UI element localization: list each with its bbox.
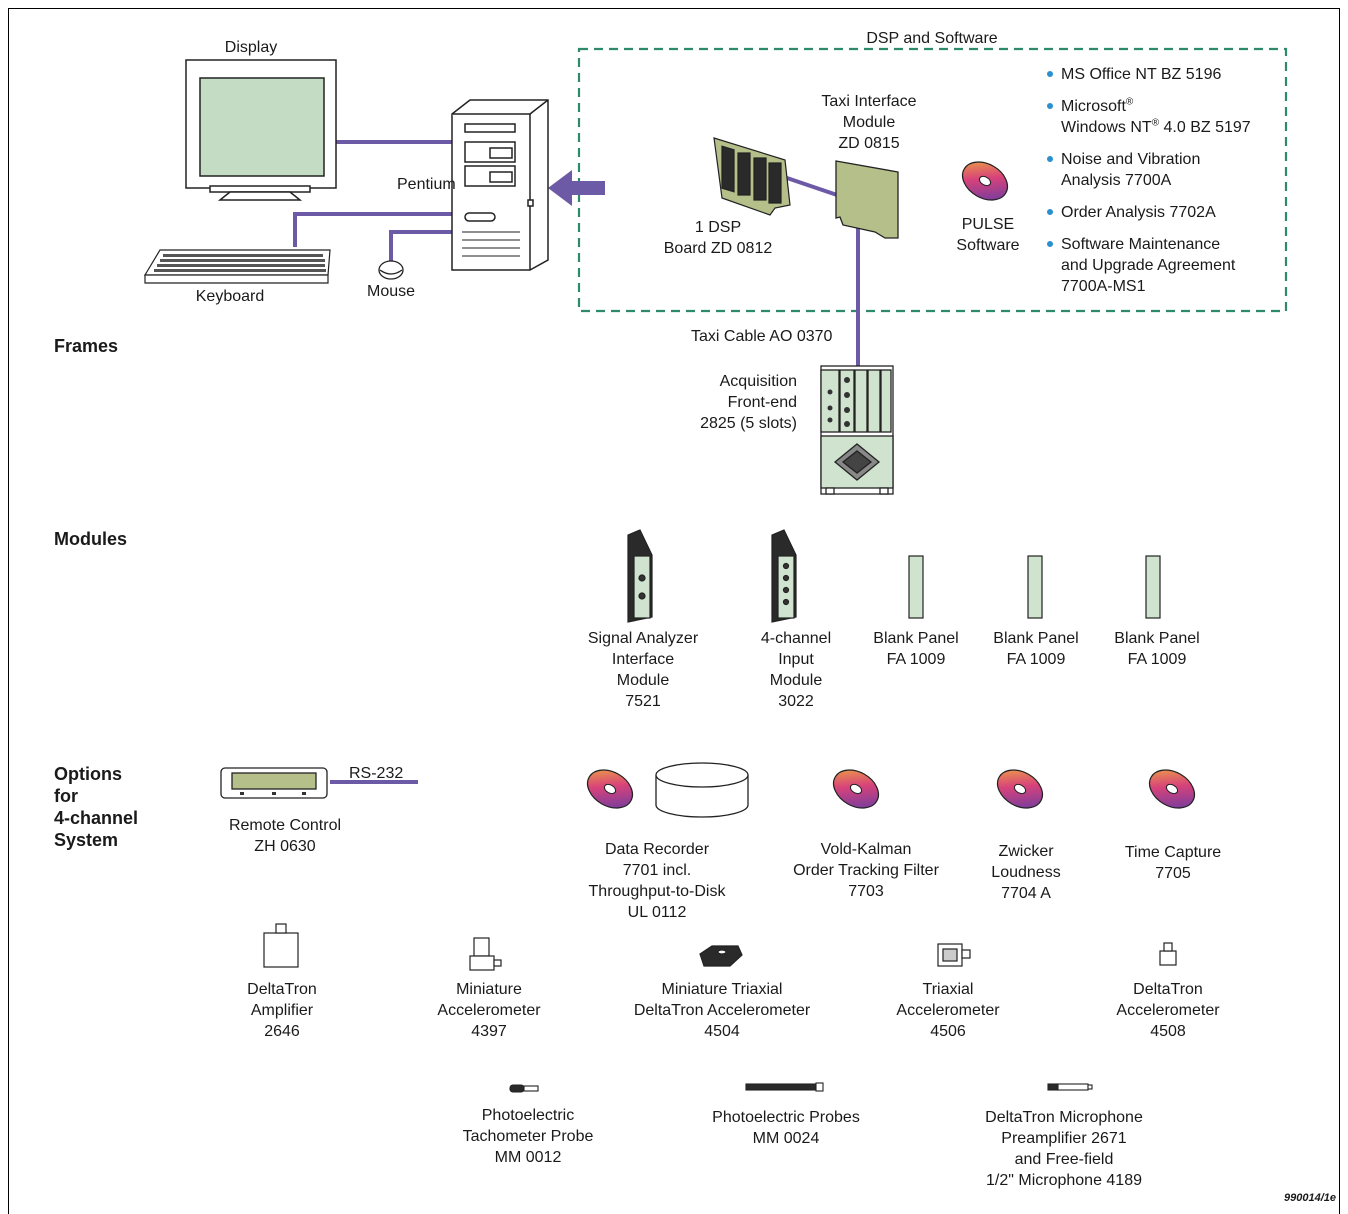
- pc-tower-icon: [451, 99, 549, 271]
- bullet-item: Microsoft® Windows NT® 4.0 BZ 5197: [1045, 96, 1251, 138]
- pentium-label: Pentium: [397, 176, 456, 193]
- bullet-item: Software Maintenance and Upgrade Agreeme…: [1045, 234, 1251, 297]
- tachometer-probe-icon: [509, 1084, 539, 1093]
- dsp-box-title: DSP and Software: [866, 30, 998, 47]
- mouse-label: Mouse: [366, 283, 416, 300]
- section-frames: Frames: [54, 336, 119, 356]
- taxi-cable-label: Taxi Cable AO 0370: [691, 328, 833, 345]
- taxi-module-label: Taxi Interface Module ZD 0815: [821, 93, 917, 152]
- arrow-icon: [548, 170, 605, 206]
- mini-triaxial-label: Miniature Triaxial DeltaTron Acceleromet…: [633, 981, 811, 1040]
- vold-kalman-cd-icon: [826, 761, 886, 817]
- vold-kalman-label: Vold-Kalman Order Tracking Filter 7703: [793, 841, 939, 900]
- blank-panel-label: Blank Panel FA 1009: [993, 630, 1079, 668]
- photoelectric-probes-icon: [745, 1082, 824, 1092]
- bullet-item: Order Analysis 7702A: [1045, 202, 1251, 223]
- dsp-board-icon: [713, 137, 791, 216]
- microphone-label: DeltaTron Microphone Preamplifier 2671 a…: [985, 1109, 1143, 1189]
- remote-control-icon: [220, 767, 328, 799]
- blank-panel-icon: [908, 555, 924, 619]
- blank-panel-icon: [1027, 555, 1043, 619]
- triaxial-label: Triaxial Accelerometer 4506: [896, 981, 1000, 1040]
- data-recorder-label: Data Recorder 7701 incl. Throughput-to-D…: [588, 841, 726, 921]
- zwicker-cd-icon: [990, 761, 1050, 817]
- triaxial-4504-icon: [699, 945, 743, 967]
- amplifier-2646-icon: [263, 923, 299, 968]
- accelerometer-4508-icon: [1159, 942, 1177, 966]
- bullet-item: MS Office NT BZ 5196: [1045, 64, 1251, 85]
- pulse-cd-icon: [955, 153, 1015, 209]
- keyboard-icon: [143, 249, 331, 284]
- photoelectric-probes-label: Photoelectric Probes MM 0024: [712, 1109, 860, 1147]
- cables: [293, 140, 860, 784]
- bullet-item: Noise and Vibration Analysis 7700A: [1045, 149, 1251, 191]
- monitor-icon: [185, 59, 337, 201]
- frontend-2825-icon: [820, 365, 894, 495]
- module-7521-label: Signal Analyzer Interface Module 7521: [587, 630, 699, 710]
- mini-accelerometer-label: Miniature Accelerometer 4397: [437, 981, 541, 1040]
- rs232-label: RS-232: [349, 765, 404, 782]
- amplifier-label: DeltaTron Amplifier 2646: [247, 981, 317, 1040]
- microphone-preamp-icon: [1047, 1083, 1093, 1091]
- blank-panel-label: Blank Panel FA 1009: [1114, 630, 1200, 668]
- module-3022-label: 4-channel Input Module 3022: [760, 630, 832, 710]
- figure-id: 990014/1e: [1284, 1192, 1336, 1204]
- triaxial-4506-icon: [937, 943, 971, 967]
- time-capture-label: Time Capture 7705: [1124, 844, 1222, 882]
- accelerometer-4397-icon: [469, 937, 502, 971]
- hard-disk-icon: [655, 762, 749, 818]
- time-capture-cd-icon: [1142, 761, 1202, 817]
- section-options: Options for 4-channel System: [54, 764, 139, 850]
- figure-frame: [8, 8, 1340, 1214]
- keyboard-label: Keyboard: [195, 288, 265, 305]
- taxi-interface-card-icon: [835, 160, 899, 239]
- zwicker-label: Zwicker Loudness 7704 A: [991, 843, 1061, 902]
- remote-control-label: Remote Control ZH 0630: [228, 817, 342, 855]
- display-label: Display: [224, 39, 278, 56]
- mouse-icon: [378, 260, 404, 280]
- module-7521-icon: [627, 529, 653, 623]
- data-recorder-cd-icon: [580, 761, 640, 817]
- deltatron-accelerometer-label: DeltaTron Accelerometer 4508: [1116, 981, 1220, 1040]
- dsp-board-label: 1 DSP Board ZD 0812: [663, 219, 773, 257]
- section-modules: Modules: [54, 529, 128, 549]
- blank-panel-icon: [1145, 555, 1161, 619]
- pulse-label: PULSE Software: [956, 216, 1020, 254]
- tachometer-probe-label: Photoelectric Tachometer Probe MM 0012: [462, 1107, 594, 1166]
- dsp-software-box: [577, 47, 1288, 313]
- blank-panel-label: Blank Panel FA 1009: [873, 630, 959, 668]
- software-bullet-list: MS Office NT BZ 5196 Microsoft® Windows …: [1045, 64, 1251, 308]
- module-3022-icon: [771, 529, 797, 623]
- frontend-label: Acquisition Front-end 2825 (5 slots): [700, 373, 797, 432]
